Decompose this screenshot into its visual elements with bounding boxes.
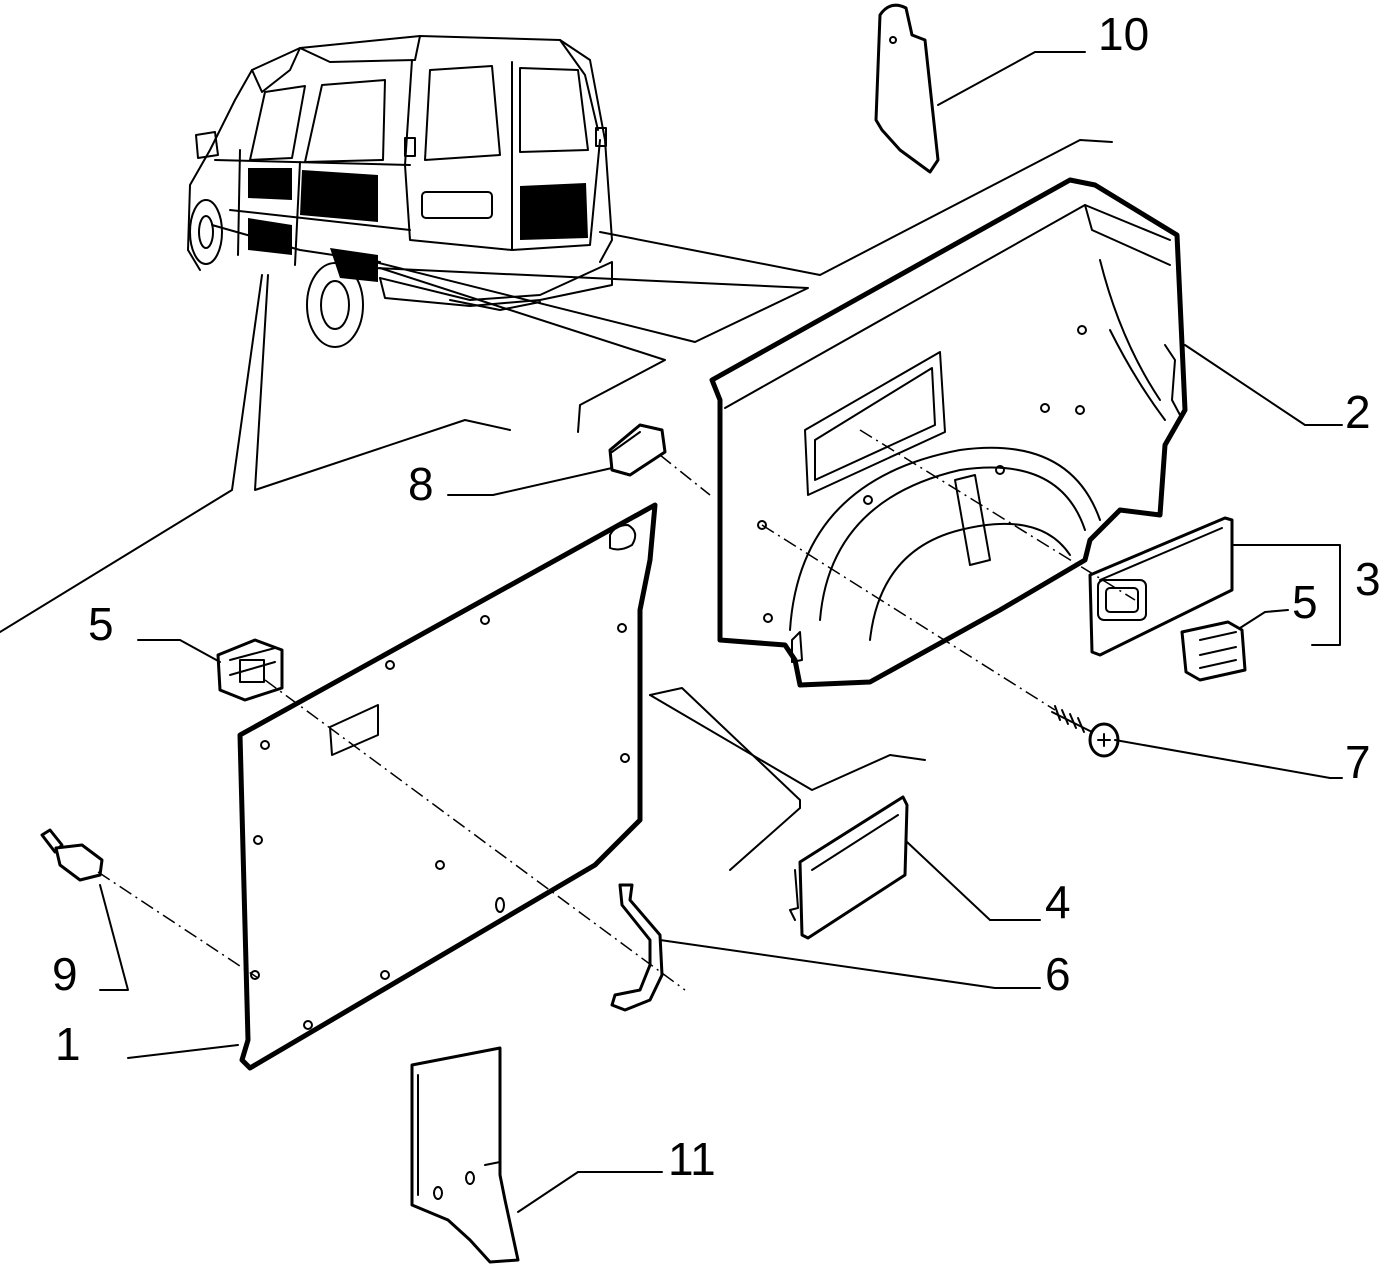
part-5-clip-right <box>1180 620 1247 682</box>
callout-5-left: 5 <box>88 598 114 650</box>
part-2-wheel-arch-panel <box>709 177 1188 688</box>
part-6-bracket <box>610 883 664 1012</box>
callout-10: 10 <box>1098 8 1149 60</box>
part-1-side-trim-panel <box>237 502 658 1071</box>
part-10-trim-piece <box>874 3 940 174</box>
van-reference-lines <box>0 139 1113 633</box>
callout-1: 1 <box>55 1018 81 1070</box>
callout-4: 4 <box>1045 876 1071 928</box>
part-3-access-cover <box>1088 516 1234 657</box>
van-illustration <box>187 35 613 348</box>
assembly-axis-lines <box>97 429 1136 991</box>
callout-6: 6 <box>1045 948 1071 1000</box>
part-8-plug <box>608 423 667 477</box>
callout-2: 2 <box>1345 386 1371 438</box>
callout-7: 7 <box>1345 736 1371 788</box>
callout-8: 8 <box>408 458 434 510</box>
callout-5-right: 5 <box>1292 576 1318 628</box>
part-5-clip-left <box>216 638 284 702</box>
callout-3: 3 <box>1355 553 1381 605</box>
callout-9: 9 <box>52 948 78 1000</box>
part-4-flat-cover <box>789 795 909 940</box>
callout-11: 11 <box>668 1133 716 1185</box>
part-7-screw <box>1051 705 1120 758</box>
part-11-lower-trim <box>410 1046 520 1264</box>
part-9-pin <box>40 828 104 882</box>
callout-labels: 10 2 3 5 7 4 6 8 5 9 1 11 <box>52 8 1381 1185</box>
callout-leaders <box>99 51 1343 1213</box>
